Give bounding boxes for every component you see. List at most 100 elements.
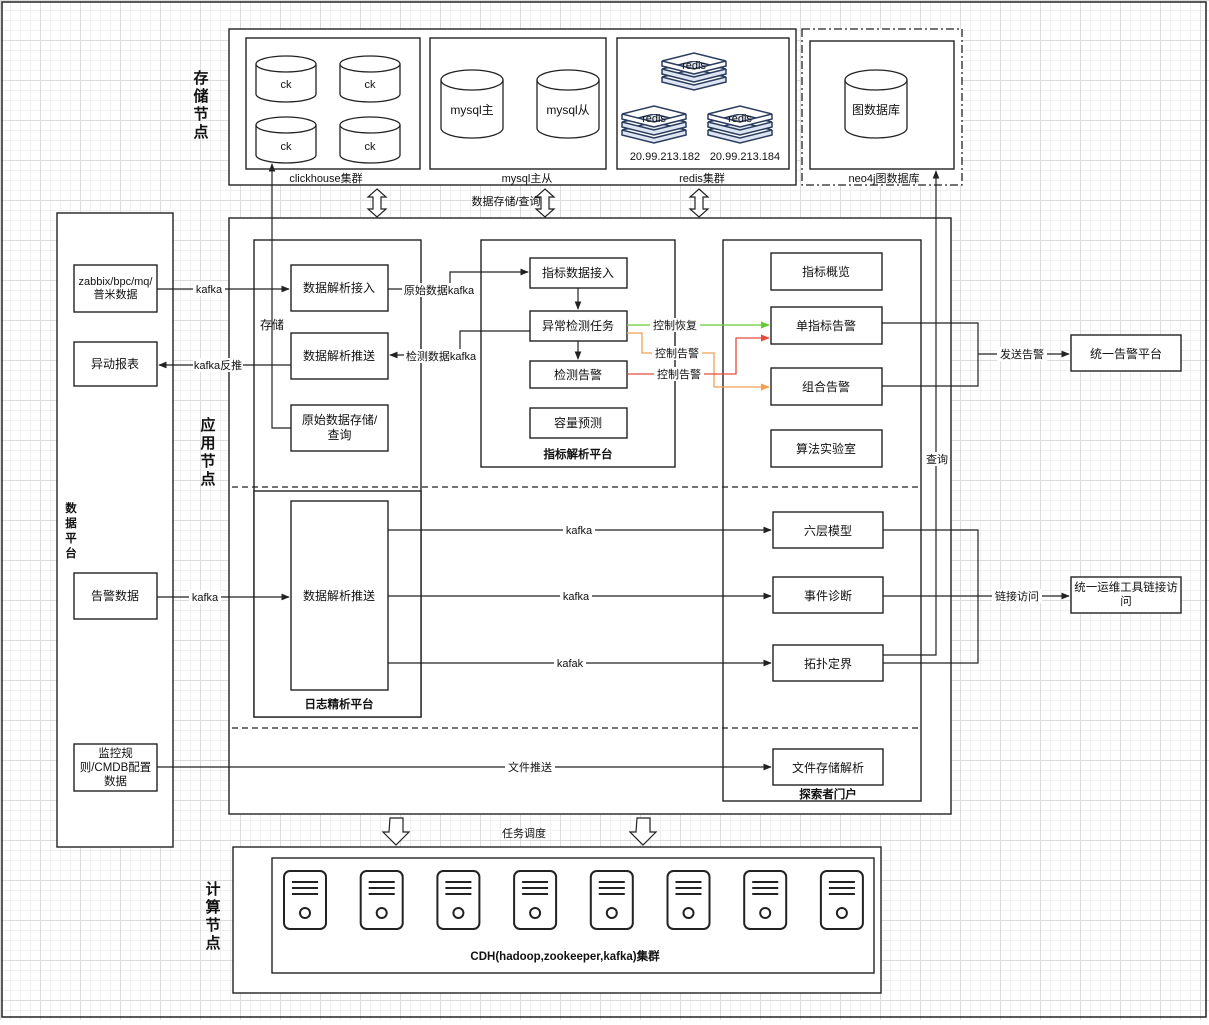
svg-text:平: 平: [65, 532, 77, 545]
storage-region-label: 存 储 节 点: [193, 69, 208, 141]
svg-text:查询: 查询: [926, 452, 948, 466]
server-icon: [743, 870, 788, 930]
clickhouse-cluster: ck ck ck ck clickhouse集群: [245, 37, 421, 185]
svg-text:kafka反推: kafka反推: [194, 358, 242, 372]
redis-ip-1: 20.99.213.182: [630, 151, 700, 163]
raw-store-label: 原始数据存储/查询: [301, 413, 378, 442]
svg-text:存: 存: [193, 69, 208, 87]
svg-text:计: 计: [205, 880, 220, 898]
svg-text:算: 算: [205, 898, 220, 916]
redis-cluster: redis redis redis 20.99.213.182 20.99.21…: [616, 37, 790, 185]
svg-text:算法实验室: 算法实验室: [796, 441, 856, 456]
svg-text:redis: redis: [682, 60, 706, 72]
svg-text:点: 点: [200, 471, 215, 488]
svg-text:台: 台: [65, 546, 77, 560]
svg-text:点: 点: [193, 124, 208, 141]
explorer-item: [772, 748, 884, 786]
data-platform-label: 数 据 平 台: [65, 501, 77, 560]
compute-region-label: 计 算 节 点: [205, 880, 220, 952]
svg-text:指标数据接入: 指标数据接入: [542, 265, 614, 280]
svg-text:mysql主: mysql主: [450, 103, 493, 117]
data-platform-frame: [56, 212, 174, 848]
explorer-item: [770, 306, 883, 345]
anomaly-report-label: 异动报表: [91, 356, 139, 371]
cdh-cluster-label: CDH(hadoop,zookeeper,kafka)集群: [470, 949, 660, 963]
svg-text:异常检测任务: 异常检测任务: [542, 318, 614, 333]
svg-text:ck: ck: [365, 79, 377, 91]
svg-text:ck: ck: [365, 141, 377, 153]
redis-ip-2: 20.99.213.184: [710, 151, 780, 163]
svg-text:kafka: kafka: [563, 591, 590, 603]
svg-text:mysql从: mysql从: [546, 103, 589, 117]
svg-text:检测告警: 检测告警: [554, 367, 602, 382]
svg-text:储: 储: [193, 87, 208, 105]
svg-text:ck: ck: [281, 141, 293, 153]
task-schedule-label: 任务调度: [502, 826, 546, 840]
monitor-rules-label: 监控规则/CMDB配置数据: [79, 747, 152, 788]
svg-text:统一告警平台: 统一告警平台: [1090, 346, 1162, 361]
svg-text:节: 节: [193, 105, 208, 123]
log-push-box: [290, 500, 389, 691]
svg-text:拓扑定界: 拓扑定界: [804, 656, 852, 671]
server-icon: [666, 870, 711, 930]
svg-text:redis: redis: [642, 113, 666, 125]
clickhouse-label: clickhouse集群: [289, 171, 362, 185]
alert-data-label: 告警数据: [91, 588, 139, 603]
svg-text:kafka: kafka: [192, 592, 219, 604]
explorer-title: 探索者门户: [799, 787, 857, 801]
ops-tools-label: 统一运维工具链接访问: [1074, 582, 1178, 608]
svg-text:控制告警: 控制告警: [657, 367, 701, 381]
svg-text:数据解析推送: 数据解析推送: [303, 588, 375, 603]
explorer-item: [772, 511, 884, 549]
redis-label: redis集群: [679, 171, 725, 185]
svg-text:发送告警: 发送告警: [1000, 347, 1044, 361]
svg-text:文件存储解析: 文件存储解析: [792, 760, 864, 775]
explorer-item: [770, 367, 883, 406]
svg-text:原始数据kafka: 原始数据kafka: [404, 283, 475, 297]
svg-text:控制恢复: 控制恢复: [653, 318, 697, 332]
server-icon: [819, 870, 864, 930]
ops-tools-link: [1070, 576, 1182, 614]
svg-text:据: 据: [65, 516, 77, 530]
svg-text:数据解析接入: 数据解析接入: [303, 280, 375, 295]
anomaly-report: [73, 341, 158, 387]
svg-text:节: 节: [205, 916, 220, 934]
svg-text:用: 用: [200, 435, 215, 452]
explorer-item: [770, 429, 883, 468]
svg-text:事件诊断: 事件诊断: [804, 588, 852, 603]
capacity-box: [529, 407, 628, 439]
svg-text:链接访问: 链接访问: [995, 589, 1039, 603]
svg-text:单指标告警: 单指标告警: [796, 318, 856, 333]
log-platform-title: 日志精析平台: [305, 697, 374, 711]
svg-text:指标概览: 指标概览: [802, 264, 850, 279]
parse-push-box: [290, 332, 389, 380]
neo4j-db: 图数据库 neo4j图数据库: [801, 28, 963, 186]
server-icon: [283, 870, 327, 930]
metric-ingest-box: [529, 257, 628, 289]
server-icon: [589, 870, 634, 930]
explorer-item: [770, 252, 883, 291]
storage-io-label: 数据存储/查询: [471, 194, 540, 208]
source-zabbix: [73, 264, 158, 313]
explorer-item: [772, 576, 884, 614]
server-icon: [436, 870, 481, 930]
svg-text:数: 数: [65, 501, 77, 515]
svg-text:应: 应: [200, 416, 215, 434]
monitor-rules: [73, 743, 158, 792]
connectors: kafka kafka反推 原始数据kafka 检测数据kafka 控制恢复 控…: [157, 163, 1070, 774]
neo4j-label: neo4j图数据库: [849, 171, 920, 185]
task-schedule-arrows: 任务调度: [381, 817, 658, 846]
svg-text:组合告警: 组合告警: [802, 379, 850, 394]
raw-store-box: [290, 404, 389, 452]
svg-text:kafka: kafka: [566, 525, 593, 537]
server-icon: [359, 870, 404, 930]
svg-text:检测数据kafka: 检测数据kafka: [406, 349, 477, 363]
ck-db-icon: [339, 116, 401, 164]
svg-text:kafka: kafka: [196, 284, 223, 296]
svg-text:容量预测: 容量预测: [554, 415, 602, 430]
alert-platform: [1070, 334, 1182, 372]
application-region-label: 应 用 节 点: [200, 416, 215, 488]
alert-data: [73, 572, 158, 620]
